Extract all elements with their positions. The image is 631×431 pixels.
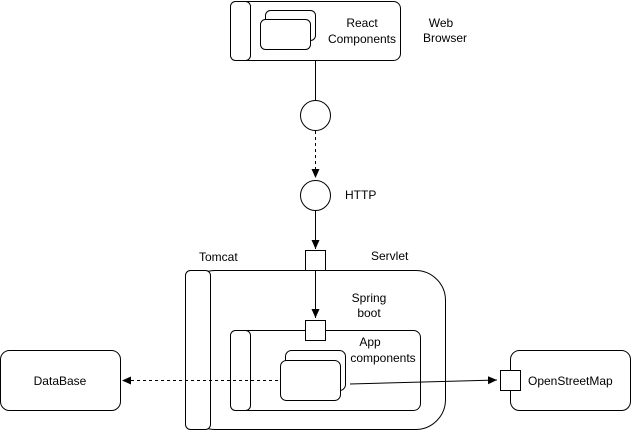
web-browser-label-line2: Browser: [423, 31, 467, 45]
react-components-label-line2: Components: [328, 32, 396, 46]
web-browser-label-line1: Web: [429, 16, 454, 30]
spring-boot-port: [305, 320, 326, 341]
openstreetmap-port: [500, 370, 521, 391]
react-component-icon: [260, 10, 316, 50]
openstreetmap-label: OpenStreetMap: [528, 374, 613, 388]
app-component-icon: [280, 350, 346, 401]
tomcat-label: Tomcat: [199, 250, 238, 264]
database-label: DataBase: [34, 374, 87, 388]
provided-interface-circle: [300, 100, 331, 131]
servlet-label: Servlet: [371, 249, 409, 263]
servlet-port: [305, 250, 326, 271]
spring-boot-label-line1: Spring: [352, 291, 387, 305]
http-label: HTTP: [345, 188, 376, 202]
http-interface-circle: [300, 180, 331, 211]
app-components-label-line1: App: [359, 335, 381, 349]
app-components-label-line2: components: [350, 351, 415, 365]
web-browser-node: React Components: [230, 1, 401, 61]
spring-boot-label-line2: boot: [357, 306, 381, 320]
osm-link-line: [349, 376, 498, 385]
database-node: [0, 350, 121, 411]
react-components-label-line1: React: [346, 16, 378, 30]
